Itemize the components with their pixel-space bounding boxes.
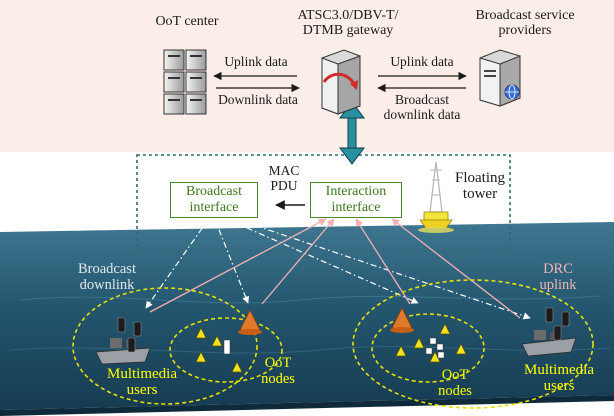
drc-uplink-line1: DRC [543, 261, 573, 277]
broadcast-downlink-line2: downlink [79, 276, 135, 293]
downlink-right-line2: downlink data [383, 106, 461, 122]
sea-front-edge [0, 395, 614, 416]
mac-pdu-line2: PDU [270, 177, 298, 193]
mac-pdu-label: MAC PDU [262, 163, 306, 193]
ship-icon [521, 330, 577, 357]
buoy-icon [390, 307, 414, 333]
multimedia-users-left-line2: users [126, 382, 158, 399]
uplink-left-label: Uplink data [224, 54, 288, 69]
gateway-label-line1: ATSC3.0/DBV-T/ [297, 8, 399, 23]
multimedia-users-left-line1: Multimedia [107, 366, 177, 382]
broadcast-downlink-label: Broadcast downlink [66, 261, 148, 293]
oot-nodes-left-line1: OoT [264, 355, 292, 371]
floating-tower-label: Floating tower [452, 170, 508, 202]
uplink-arrows [149, 218, 521, 319]
multimedia-users-left-label: Multimedia users [96, 366, 188, 398]
broadcast-interface-box: Broadcast interface [170, 182, 258, 218]
buoy-icon [238, 309, 262, 335]
sea-surface [0, 222, 614, 410]
floating-tower-line1: Floating [454, 170, 505, 186]
downlink-right-label: Broadcast downlink data [368, 92, 476, 122]
mac-pdu-line1: MAC [268, 163, 300, 178]
coverage-ellipses [72, 279, 594, 409]
multimedia-users-right-line1: Multimedia [524, 362, 594, 378]
broadcast-interface-line2: interface [189, 200, 239, 215]
broadcast-interface-line1: Broadcast [186, 184, 242, 200]
server-rack-icon [163, 49, 207, 115]
sensor-node-icon [195, 323, 467, 373]
drc-uplink-label: DRC uplink [530, 261, 586, 293]
oot-nodes-right-line2: nodes [438, 382, 472, 399]
oot-nodes-right-line1: OoT [441, 367, 469, 383]
downlink-left-label: Downlink data [218, 92, 298, 107]
handset-icons [117, 307, 570, 353]
uplink-right-label: Uplink data [390, 54, 454, 69]
providers-label-line1: Broadcast service [475, 8, 575, 23]
interaction-interface-box: Interaction interface [310, 182, 402, 218]
providers-label-line2: providers [498, 23, 552, 39]
broadcast-downlink-line1: Broadcast [78, 261, 136, 277]
sensor-block-icons [223, 337, 445, 359]
gateway-label-line2: DTMB gateway [302, 23, 394, 39]
floating-tower-line2: tower [462, 186, 498, 203]
oot-nodes-left-line2: nodes [261, 370, 295, 387]
drc-uplink-line2: uplink [539, 276, 577, 293]
interaction-interface-line2: interface [331, 200, 381, 215]
oot-center-label: OoT center [155, 14, 219, 29]
downlink-right-line1: Broadcast [395, 92, 449, 107]
gateway-label: ATSC3.0/DBV-T/ DTMB gateway [268, 8, 428, 38]
floating-tower-icon [418, 161, 454, 233]
providers-label: Broadcast service providers [450, 8, 600, 38]
tower-frame [136, 154, 511, 252]
multimedia-users-right-line2: users [543, 378, 575, 395]
provider-server-icon [479, 49, 521, 107]
downlink-arrows [145, 216, 531, 320]
gateway-double-arrow [339, 101, 365, 165]
multimedia-users-right-label: Multimedia users [512, 362, 606, 394]
oot-nodes-right-label: OoT nodes [432, 367, 478, 399]
interaction-interface-line1: Interaction [325, 184, 387, 200]
oot-nodes-left-label: OoT nodes [258, 355, 298, 387]
gateway-server-icon [321, 49, 361, 115]
